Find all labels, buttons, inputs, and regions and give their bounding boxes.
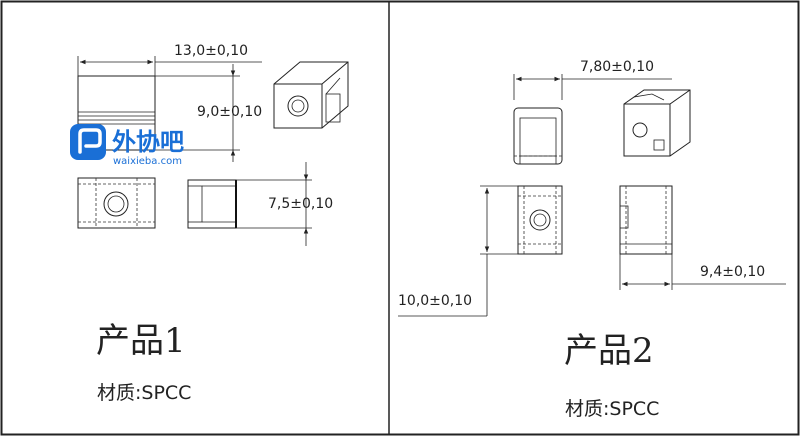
product2-material: 材质:SPCC [565, 398, 659, 420]
product1-material: 材质:SPCC [97, 382, 191, 404]
product2-side-view [619, 185, 673, 290]
product1-side-view [187, 179, 237, 229]
product1-height-dimension: 9,0±0,10 [155, 64, 262, 162]
product2-width-dimension: 7,80±0,10 [513, 59, 672, 100]
product2-width-label: 7,80±0,10 [580, 59, 654, 75]
watermark-title: 外协吧 [112, 128, 184, 156]
product1-depth-dimension: 7,5±0,10 [236, 162, 333, 246]
product2-top-view [517, 185, 563, 255]
product1-height-label: 9,0±0,10 [197, 104, 262, 120]
product2-height-label: 10,0±0,10 [398, 293, 472, 309]
watermark-logo: 外协吧 waixieba.com [70, 124, 184, 167]
product2-front-view [513, 107, 563, 165]
product2-isometric-view [623, 89, 691, 157]
product2-depth-label: 9,4±0,10 [700, 264, 765, 280]
watermark-logo-icon [70, 124, 106, 160]
product1-top-view [77, 177, 156, 229]
product1-width-label: 13,0±0,10 [174, 43, 248, 59]
product1-name: 产品1 [96, 321, 186, 361]
product2-depth-dimension: 9,4±0,10 [622, 264, 786, 287]
product1-isometric-view [273, 61, 349, 129]
product1-depth-label: 7,5±0,10 [268, 196, 333, 212]
product2-name: 产品2 [564, 331, 654, 371]
product1-width-dimension: 13,0±0,10 [77, 43, 262, 76]
watermark-url: waixieba.com [113, 156, 182, 167]
product2-height-dimension: 10,0±0,10 [398, 185, 518, 317]
